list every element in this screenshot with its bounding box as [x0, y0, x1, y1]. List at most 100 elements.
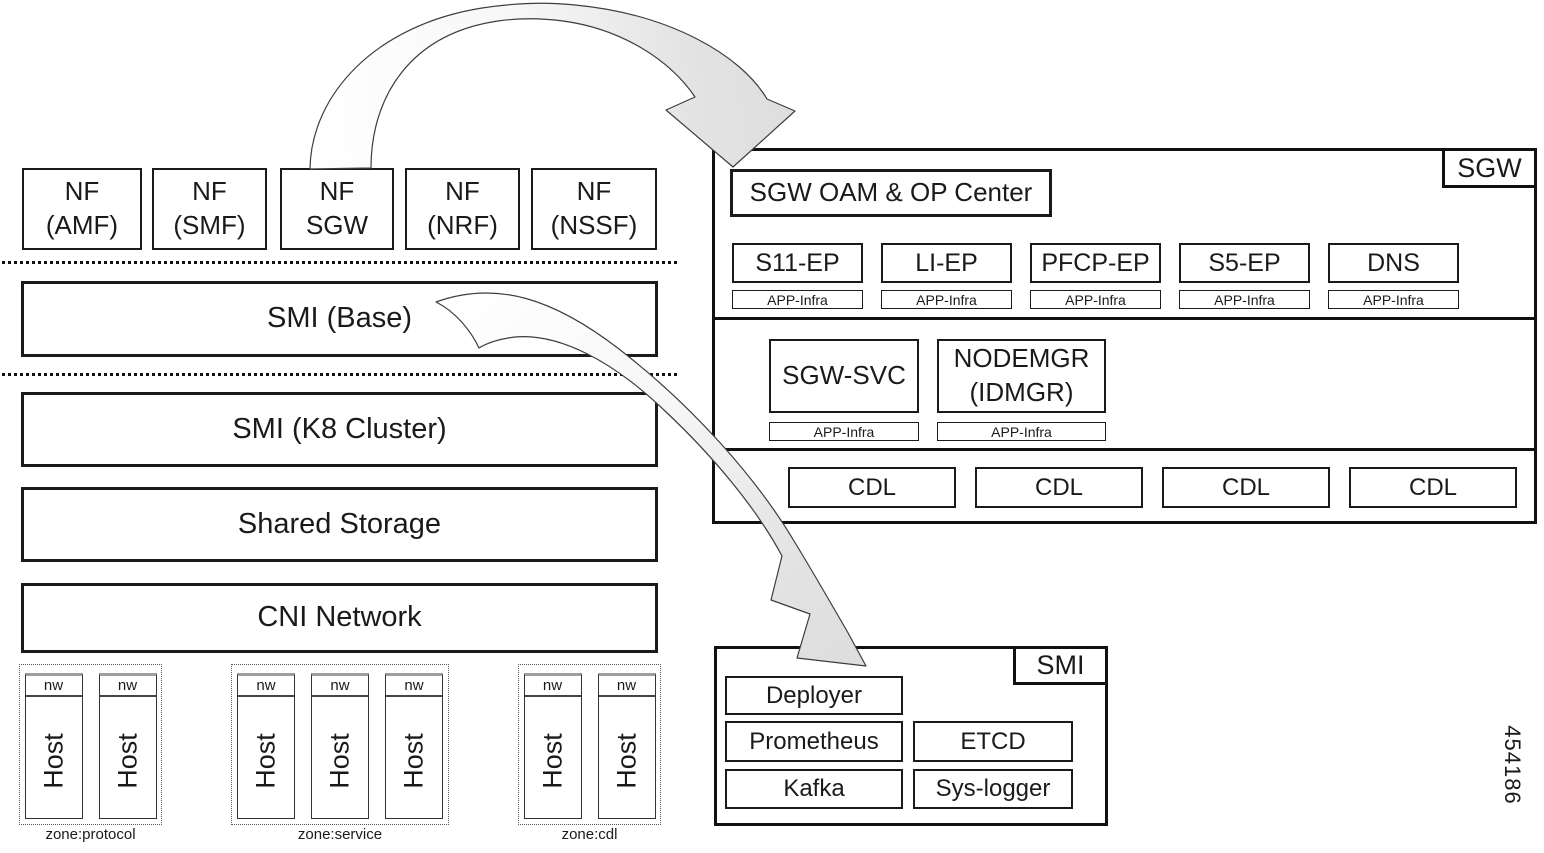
dashed-separator-bottom	[2, 373, 677, 376]
nf-smf-box: NF (SMF)	[152, 168, 267, 250]
s11-ep-box: S11-EP	[732, 243, 863, 283]
pfcp-ep-label: PFCP-EP	[1041, 248, 1150, 277]
smi-k8-cluster-layer: SMI (K8 Cluster)	[21, 392, 658, 467]
smi-base-layer: SMI (Base)	[21, 281, 658, 357]
dns-label: DNS	[1367, 248, 1420, 277]
li-ep-label: LI-EP	[915, 248, 978, 277]
host-label: Host	[611, 733, 641, 789]
app-infra-label: APP-Infra	[1363, 291, 1424, 308]
s11-ep-app-infra-box: APP-Infra	[732, 290, 863, 309]
nw-label: nw	[598, 676, 655, 697]
prometheus-label: Prometheus	[749, 727, 879, 755]
nf-nssf-box: NF (NSSF)	[531, 168, 657, 250]
nw-label: nw	[99, 676, 156, 697]
deployer-label: Deployer	[765, 681, 863, 709]
dns-app-infra-box: APP-Infra	[1328, 290, 1459, 309]
app-infra-label: APP-Infra	[991, 423, 1052, 440]
host-box: nw Host	[597, 673, 656, 819]
kafka-label: Kafka	[783, 775, 845, 803]
app-infra-label: APP-Infra	[1214, 291, 1275, 308]
nf-nrf-box: NF (NRF)	[405, 168, 520, 250]
pfcp-ep-app-infra-box: APP-Infra	[1030, 290, 1161, 309]
kafka-box: Kafka	[725, 769, 903, 809]
shared-storage-layer: Shared Storage	[21, 487, 658, 562]
nf-amf-box: NF (AMF)	[22, 168, 142, 250]
host-box: nw Host	[523, 673, 582, 819]
s5-ep-app-infra-box: APP-Infra	[1179, 290, 1310, 309]
sgw-svc-label: SGW-SVC	[782, 360, 906, 391]
sys-logger-box: Sys-logger	[913, 769, 1073, 809]
dns-box: DNS	[1328, 243, 1459, 283]
etcd-box: ETCD	[913, 721, 1073, 762]
nw-label: nw	[386, 676, 442, 697]
nodemgr-app-infra-box: APP-Infra	[937, 422, 1106, 441]
cdl-label: CDL	[847, 473, 896, 501]
s5-ep-label: S5-EP	[1208, 248, 1281, 277]
app-infra-label: APP-Infra	[813, 423, 875, 440]
s5-ep-box: S5-EP	[1179, 243, 1310, 283]
sgw-oam-op-center-label: SGW OAM & OP Center	[749, 177, 1033, 208]
cdl-box-2: CDL	[975, 467, 1143, 508]
nf-smf-line2: (SMF)	[173, 210, 246, 240]
cdl-label: CDL	[1034, 473, 1083, 501]
deployer-box: Deployer	[725, 676, 903, 715]
host-label: Host	[38, 733, 68, 789]
nf-nssf-line1: NF	[576, 176, 612, 207]
host-label: Host	[112, 733, 142, 789]
host-box: nw Host	[24, 673, 83, 819]
figure-number: 454186	[1500, 725, 1525, 805]
zone-cdl: nw Host nw Host	[518, 664, 661, 825]
app-infra-label: APP-Infra	[916, 291, 977, 308]
host-label: Host	[250, 733, 281, 789]
nf-smf-line1: NF	[192, 176, 227, 207]
host-box: nw Host	[311, 673, 369, 819]
prometheus-box: Prometheus	[725, 721, 903, 762]
nodemgr-box: NODEMGR (IDMGR)	[937, 339, 1106, 413]
sgw-oam-op-center-box: SGW OAM & OP Center	[730, 169, 1052, 217]
nw-label: nw	[25, 676, 82, 697]
zone-service-label: zone:service	[297, 826, 383, 843]
pfcp-ep-box: PFCP-EP	[1030, 243, 1161, 283]
nf-sgw-box: NF SGW	[280, 168, 394, 250]
nf-amf-line2: (AMF)	[45, 210, 119, 240]
app-infra-label: APP-Infra	[767, 291, 828, 308]
nodemgr-label: NODEMGR	[953, 343, 1090, 374]
li-ep-box: LI-EP	[881, 243, 1012, 283]
cni-network-layer: CNI Network	[21, 583, 658, 653]
dashed-separator-top	[2, 261, 677, 264]
sys-logger-label: Sys-logger	[935, 775, 1051, 803]
smi-panel-title: SMI	[1013, 646, 1108, 685]
host-label: Host	[398, 733, 429, 789]
nf-nrf-line2: (NRF)	[427, 210, 498, 240]
zone-protocol: nw Host nw Host	[19, 664, 162, 825]
host-box: nw Host	[385, 673, 443, 819]
nf-sgw-line2: SGW	[305, 210, 369, 240]
cdl-label: CDL	[1221, 473, 1270, 501]
app-infra-label: APP-Infra	[1065, 291, 1126, 308]
sgw-svc-box: SGW-SVC	[769, 339, 919, 413]
host-label: Host	[324, 733, 355, 789]
host-box: nw Host	[98, 673, 157, 819]
cdl-label: CDL	[1408, 473, 1457, 501]
etcd-label: ETCD	[960, 727, 1026, 755]
shared-storage-label: Shared Storage	[237, 507, 442, 540]
zone-protocol-label: zone:protocol	[45, 826, 136, 843]
sgw-panel-title: SGW	[1442, 148, 1537, 188]
cni-network-label: CNI Network	[257, 601, 422, 634]
arrow-nf-sgw-to-sgw-panel	[309, 2, 796, 170]
nw-label: nw	[238, 676, 294, 697]
zone-service: nw Host nw Host nw Host	[231, 664, 449, 825]
smi-panel: SMI Deployer Prometheus ETCD Kafka Sys-l…	[714, 646, 1108, 826]
sgw-panel-divider-bottom	[712, 448, 1537, 451]
nf-nssf-line2: (NSSF)	[550, 210, 638, 240]
sgw-panel: SGW SGW OAM & OP Center S11-EP APP-Infra…	[712, 148, 1537, 524]
nf-sgw-line1: NF	[319, 176, 355, 207]
sgw-panel-divider-top	[712, 317, 1537, 320]
cdl-box-1: CDL	[788, 467, 956, 508]
li-ep-app-infra-box: APP-Infra	[881, 290, 1012, 309]
nw-label: nw	[312, 676, 368, 697]
nodemgr-label-2: (IDMGR)	[969, 377, 1074, 407]
smi-base-label: SMI (Base)	[266, 302, 413, 335]
nw-label: nw	[524, 676, 581, 697]
